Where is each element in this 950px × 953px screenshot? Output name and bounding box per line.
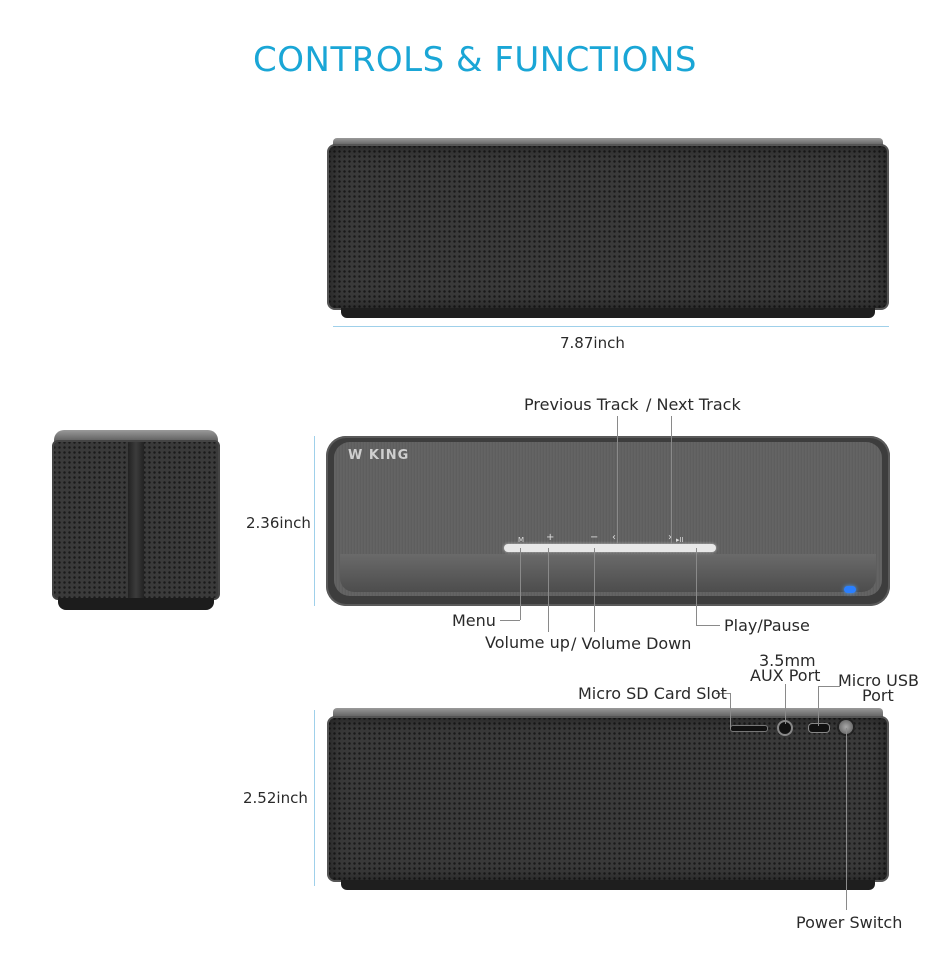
height-dimension-label-top: 2.36inch — [246, 514, 311, 532]
brand-logo: W KING — [348, 448, 410, 463]
page-title: CONTROLS & FUNCTIONS — [253, 40, 697, 80]
aux-port[interactable] — [779, 722, 791, 734]
width-dimension-label: 7.87inch — [560, 334, 625, 352]
width-dimension-line — [333, 326, 889, 327]
speaker-top-view: W KING M + − ‹ › ▸II — [326, 436, 890, 606]
menu-label: Menu — [452, 611, 496, 630]
micro-sd-callout-h — [716, 693, 730, 694]
micro-usb-port[interactable] — [809, 724, 829, 732]
micro-sd-label: Micro SD Card Slot — [578, 684, 727, 703]
play-pause-callout — [696, 548, 697, 625]
power-switch[interactable] — [839, 720, 853, 734]
play-pause-callout-h — [696, 625, 720, 626]
next-track-button[interactable]: › — [668, 532, 672, 543]
usb-callout — [818, 686, 819, 726]
micro-usb-label-line2: Port — [862, 686, 894, 705]
aux-callout — [785, 684, 786, 724]
usb-callout-h — [818, 686, 840, 687]
height-dimension-line-back — [314, 710, 315, 886]
aux-label-line1: 3.5mm — [759, 651, 816, 670]
previous-track-label: Previous Track — [524, 395, 639, 414]
prev-track-callout — [617, 416, 618, 544]
next-track-label: / Next Track — [646, 395, 741, 414]
menu-button[interactable]: M — [518, 536, 525, 544]
vol-up-callout — [548, 548, 549, 632]
volume-down-label: / Volume Down — [571, 634, 692, 653]
control-strip — [504, 544, 716, 552]
top-panel-shelf — [340, 554, 876, 592]
speaker-base — [341, 308, 875, 318]
side-top-edge — [54, 430, 218, 442]
power-switch-label: Power Switch — [796, 913, 903, 932]
power-callout — [846, 728, 847, 910]
height-dimension-line-top — [314, 436, 315, 606]
back-top-edge — [333, 708, 883, 718]
micro-sd-slot[interactable] — [731, 726, 767, 731]
aux-label-line2: AUX Port — [750, 666, 821, 685]
speaker-side-view — [52, 430, 220, 612]
height-dimension-label-back: 2.52inch — [243, 789, 308, 807]
volume-down-button[interactable]: − — [590, 532, 599, 543]
back-base — [341, 880, 875, 890]
micro-sd-callout — [730, 693, 731, 729]
speaker-grille — [327, 144, 889, 310]
speaker-back-view — [327, 708, 889, 890]
menu-callout-h — [500, 620, 520, 621]
volume-up-button[interactable]: + — [546, 532, 555, 543]
previous-track-button[interactable]: ‹ — [612, 532, 616, 543]
play-pause-label: Play/Pause — [724, 616, 810, 635]
back-grille — [327, 716, 889, 882]
speaker-top-edge — [333, 138, 883, 146]
speaker-front-view — [327, 138, 889, 320]
vol-down-callout — [594, 548, 595, 632]
next-track-callout — [671, 416, 672, 544]
side-base — [58, 598, 214, 610]
menu-callout — [520, 548, 521, 620]
micro-usb-label-line1: Micro USB — [838, 671, 919, 690]
play-pause-button[interactable]: ▸II — [676, 536, 684, 544]
volume-up-label: Volume up — [485, 633, 570, 652]
side-divider — [128, 442, 144, 598]
status-led — [844, 586, 856, 593]
